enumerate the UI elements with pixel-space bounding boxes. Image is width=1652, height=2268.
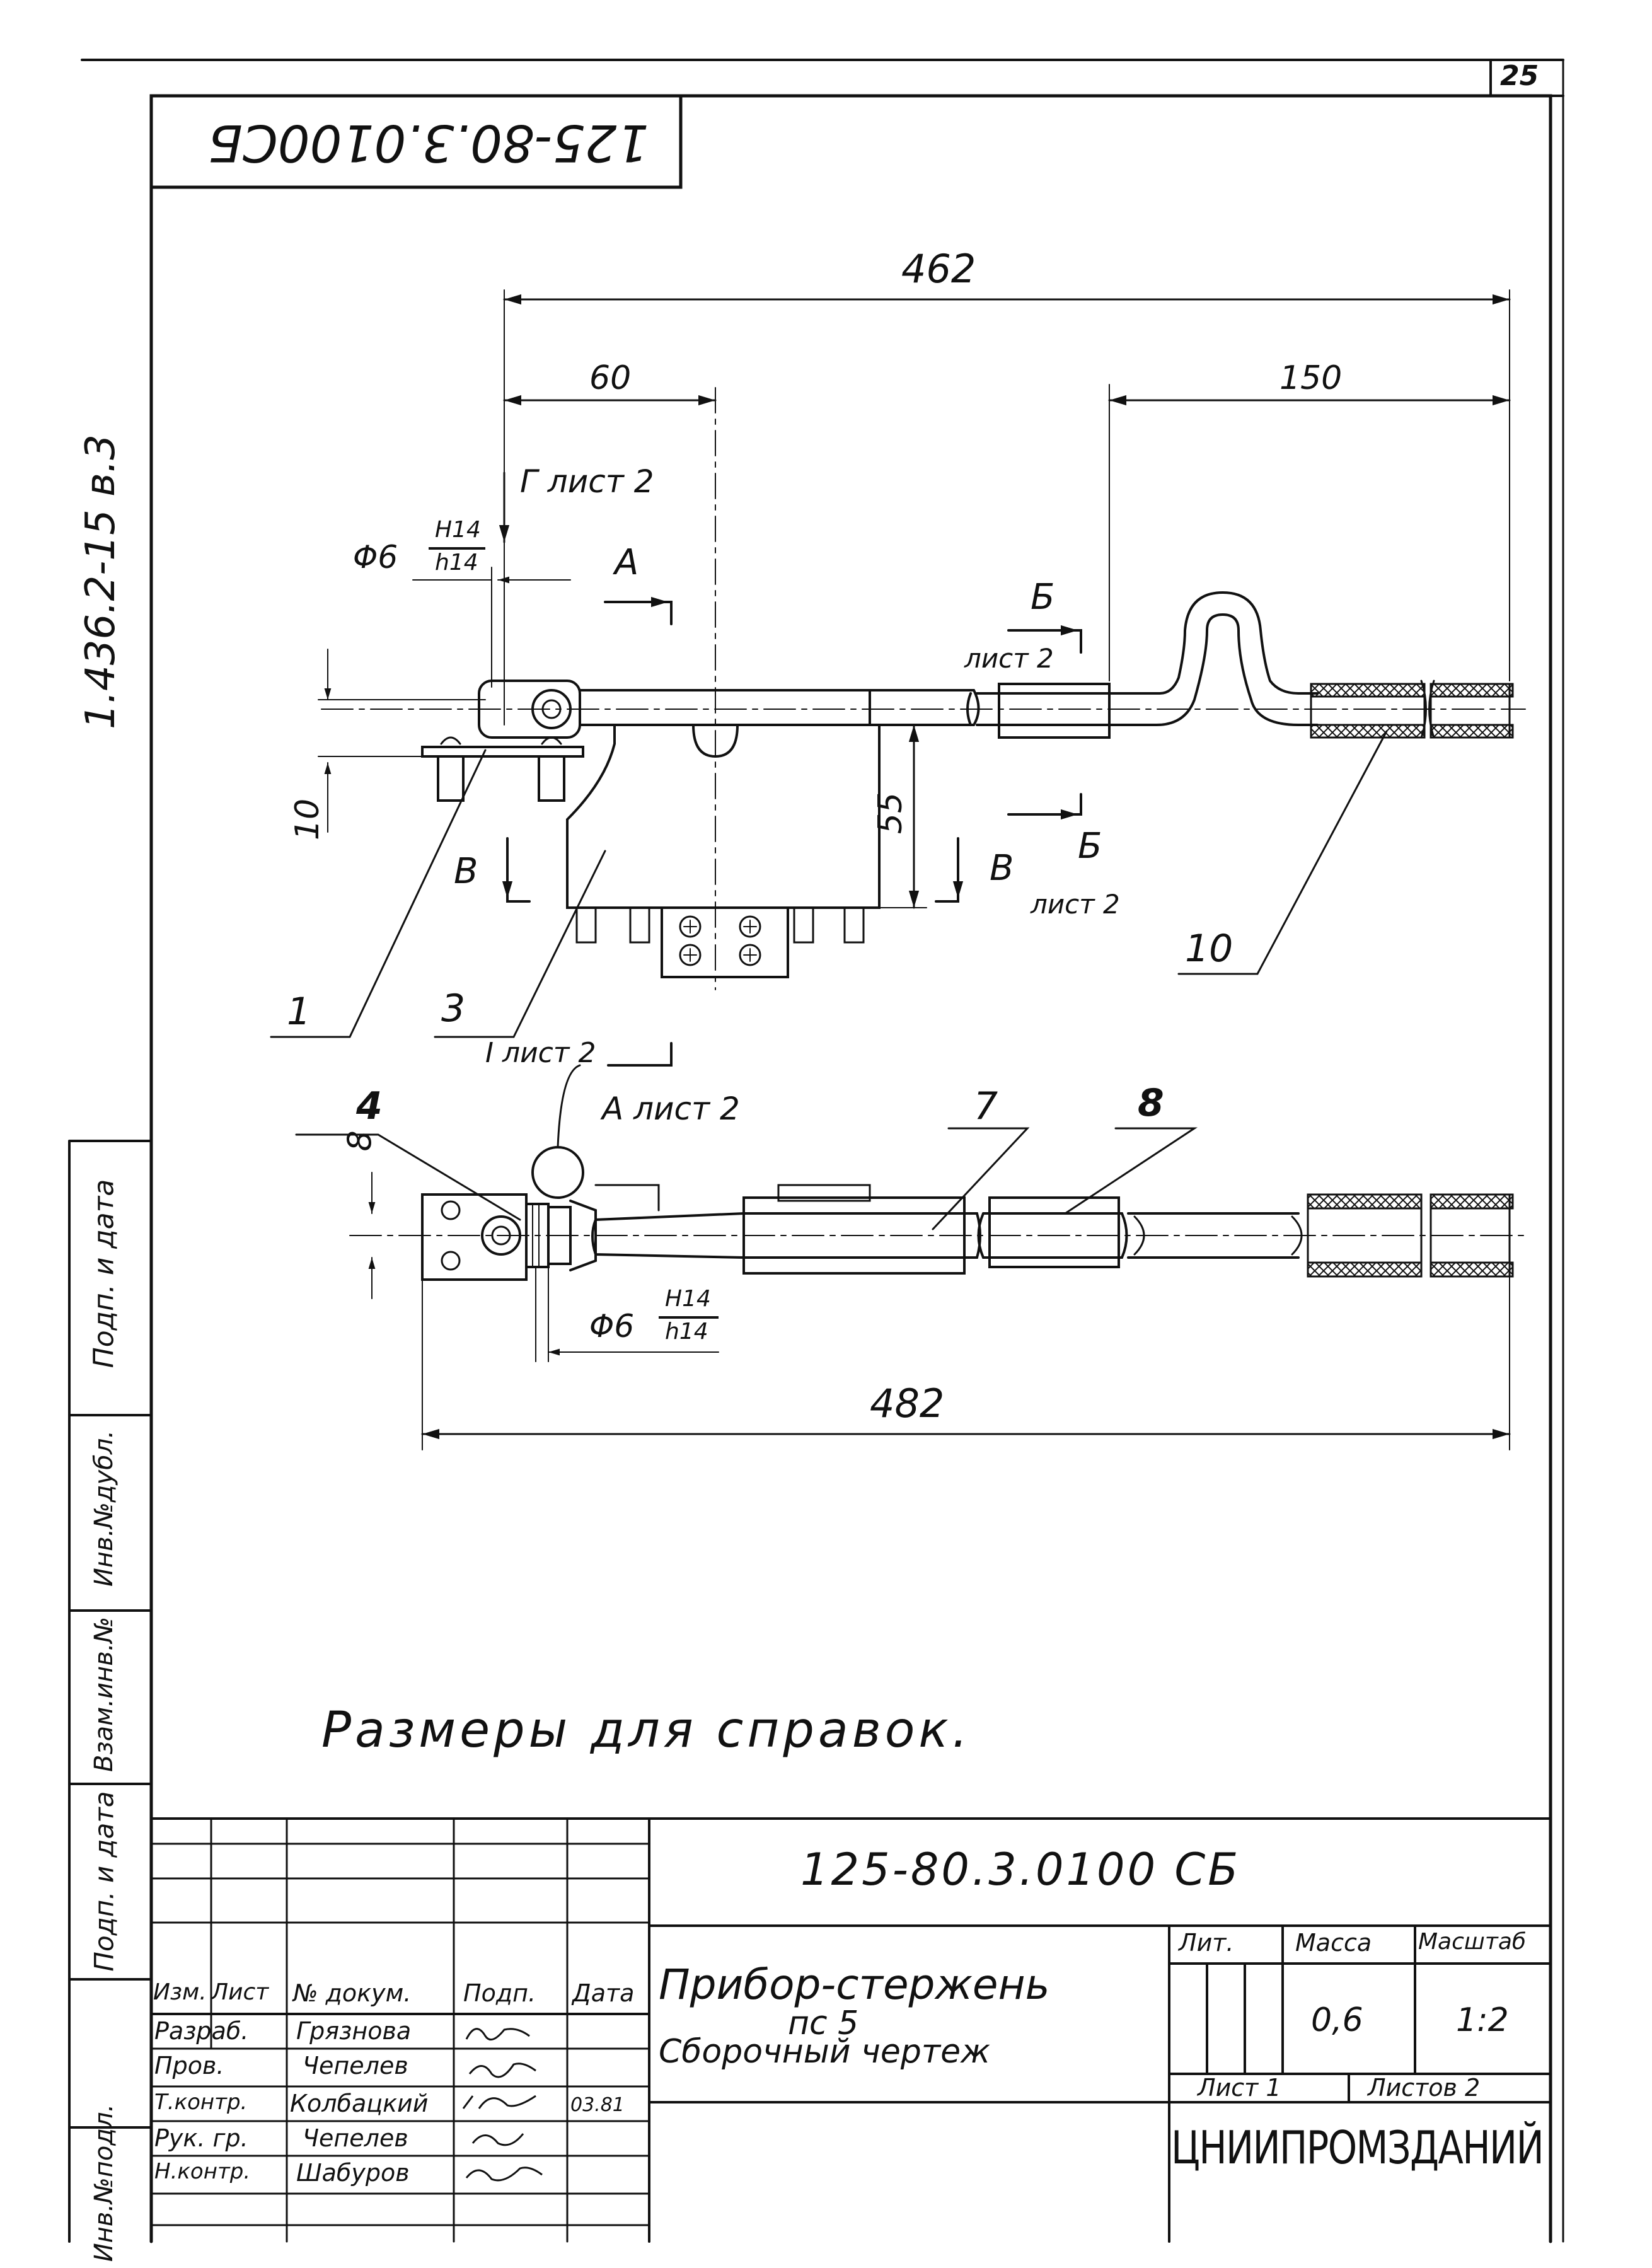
fit-lower-top: h14 — [435, 550, 478, 576]
section-b-label-bottom: Б — [1078, 826, 1102, 867]
callout-8: 8 — [1138, 1081, 1164, 1125]
header-izm: Изм. — [153, 1979, 207, 2005]
fit-bar-bottom — [659, 1316, 719, 1319]
frame-border — [149, 94, 1552, 2243]
callout-4: 4 — [356, 1084, 383, 1128]
role-razrab: Разраб. — [154, 2017, 249, 2045]
dim-150: 150 — [1279, 359, 1343, 397]
callout-10: 10 — [1185, 927, 1233, 971]
reference-note: Размеры для справок. — [321, 1702, 972, 1759]
header-list: Лист — [211, 1979, 269, 2005]
end-plate — [421, 1193, 528, 1281]
sleeve — [998, 683, 1111, 739]
section-a-label: А — [615, 542, 639, 583]
upside-down-code: 125-80.3.0100СБ — [208, 113, 649, 172]
dim-8: 8 — [341, 1130, 379, 1152]
name-nkontr: Шабуров — [296, 2159, 410, 2187]
title-block-left-grid — [150, 1817, 650, 2243]
detail-i-label: I лист 2 — [485, 1037, 596, 1069]
mounting-plate — [566, 724, 881, 909]
sheet-label: Лист 1 — [1198, 2074, 1281, 2102]
mass-label: Масса — [1295, 1929, 1372, 1957]
view-g-label: Г лист 2 — [520, 463, 654, 500]
knurled-grip-top — [1310, 680, 1514, 739]
role-tkontr: Т.контр. — [154, 2090, 248, 2115]
role-prov: Пров. — [154, 2052, 224, 2080]
header-doc: № докум. — [293, 1979, 412, 2007]
page-number: 25 — [1500, 60, 1539, 92]
stamp-inv-podl: Инв.№подл. — [90, 2103, 118, 2262]
section-b-sheet-top: лист 2 — [964, 643, 1054, 674]
section-v-right: В — [990, 848, 1014, 889]
product-subtitle: пс 5 — [788, 2005, 859, 2042]
flat-bar — [579, 689, 980, 726]
scale-label: Масштаб — [1418, 1929, 1527, 1955]
lit-label: Лит. — [1179, 1929, 1234, 1957]
fit-upper-bottom: H14 — [665, 1286, 711, 1312]
left-stamp-grid — [68, 1140, 153, 2243]
mass-value: 0,6 — [1311, 2001, 1363, 2039]
scale-value: 1:2 — [1456, 2001, 1509, 2039]
fit-lower-bottom: h14 — [665, 1319, 708, 1345]
role-nkontr: Н.контр. — [154, 2159, 251, 2184]
side-code: 1.436.2-15 в.3 — [78, 434, 124, 729]
name-tkontr: Колбацкий — [290, 2090, 429, 2117]
dim-482: 482 — [870, 1380, 945, 1426]
section-b-sheet-bottom: лист 2 — [1031, 889, 1120, 920]
stamp-sign-date-1: Подп. и дата — [88, 1179, 120, 1368]
callout-7: 7 — [974, 1084, 998, 1128]
knurled-grip-bottom — [1307, 1193, 1514, 1278]
dim-60: 60 — [589, 359, 632, 397]
name-prov: Чепелев — [303, 2052, 408, 2080]
title-block-grid — [150, 1817, 1552, 2243]
fit-upper-top: H14 — [435, 517, 481, 543]
section-a-sheet-label: А лист 2 — [602, 1091, 740, 1127]
rod — [966, 591, 1319, 726]
role-rukgr: Рук. гр. — [154, 2124, 248, 2152]
hinge-block — [478, 680, 581, 739]
section-v-left: В — [454, 851, 478, 892]
rod-bottom — [591, 1212, 981, 1259]
dim-10: 10 — [289, 798, 327, 841]
callout-1: 1 — [287, 990, 311, 1034]
header-date: Дата — [572, 1979, 635, 2007]
sheets-label: Листов 2 — [1368, 2074, 1481, 2102]
stamp-sign-date-2: Подп. и дата — [88, 1791, 120, 1972]
name-rukgr: Чепелев — [303, 2124, 408, 2152]
page-number-box — [1489, 59, 1564, 97]
callout-3: 3 — [441, 986, 466, 1031]
fit-bar-top — [429, 547, 485, 550]
header-sign: Подп. — [463, 1979, 536, 2007]
section-b-label-top: Б — [1031, 577, 1055, 618]
dim-55: 55 — [872, 792, 910, 835]
document-type: Сборочный чертеж — [659, 2033, 990, 2071]
date-tkontr: 03.81 — [570, 2094, 625, 2116]
name-razrab: Грязнова — [296, 2017, 412, 2045]
designation: 125-80.3.0100 СБ — [800, 1844, 1241, 1895]
signatures — [462, 2028, 543, 2182]
phi6-bottom: Φ6 — [589, 1308, 635, 1345]
dim-462: 462 — [901, 246, 976, 292]
phi6-top: Φ6 — [353, 539, 398, 576]
code-box — [149, 94, 683, 189]
product-title: Прибор-стержень — [659, 1960, 1050, 2009]
organization: ЦНИИПРОМЗДАНИЙ — [1171, 2121, 1544, 2174]
